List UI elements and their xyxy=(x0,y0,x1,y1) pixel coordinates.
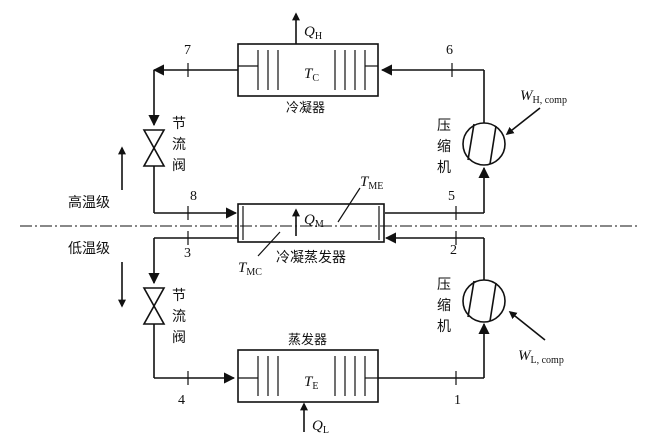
throttle-high-label-3: 阀 xyxy=(172,158,186,174)
compressor-high-label-2: 缩 xyxy=(437,139,451,155)
throttle-low-label-1: 节 xyxy=(172,288,186,304)
evaporator-coil xyxy=(238,356,378,396)
compressor-high-icon xyxy=(462,122,506,166)
throttle-high-label-2: 流 xyxy=(172,137,186,153)
state-point-6: 6 xyxy=(446,43,453,58)
state-point-4: 4 xyxy=(178,393,185,408)
high-stage-label: 高温级 xyxy=(68,194,110,211)
compressor-low-icon xyxy=(462,279,506,323)
compressor-low-label-1: 压 xyxy=(437,277,451,293)
work-low-arrow xyxy=(508,311,546,341)
ql-label: QL xyxy=(312,418,329,436)
state-point-3: 3 xyxy=(184,246,191,261)
throttle-low-label-2: 流 xyxy=(172,309,186,325)
te-label: TE xyxy=(304,374,318,392)
low-stage-label: 低温级 xyxy=(68,241,110,257)
state-point-7: 7 xyxy=(184,43,191,58)
state-point-8: 8 xyxy=(190,189,197,204)
evaporator-box xyxy=(237,349,379,403)
work-high-arrow xyxy=(505,107,541,135)
compressor-low-label-3: 机 xyxy=(437,319,451,335)
cond-evap-label: 冷凝蒸发器 xyxy=(276,250,346,266)
tme-leader xyxy=(337,187,361,223)
tc-label: TC xyxy=(304,66,319,84)
tmc-leader xyxy=(257,231,281,257)
state-ticks xyxy=(187,63,457,385)
state-point-1: 1 xyxy=(454,393,461,408)
wh-label: WH, comp xyxy=(520,88,567,106)
cond-evap-box xyxy=(237,203,385,243)
wl-label: WL, comp xyxy=(518,348,564,366)
throttle-high-label-1: 节 xyxy=(172,116,186,132)
state-point-5: 5 xyxy=(448,189,455,204)
state-point-2: 2 xyxy=(450,243,457,258)
evaporator-label: 蒸发器 xyxy=(288,332,327,348)
throttle-low-label-3: 阀 xyxy=(172,330,186,346)
tmc-label: TMC xyxy=(238,260,262,278)
compressor-high-label-3: 机 xyxy=(437,160,451,176)
compressor-high-label-1: 压 xyxy=(437,118,451,134)
tme-label: TME xyxy=(360,174,383,192)
compressor-low-label-2: 缩 xyxy=(437,298,451,314)
condenser-coil xyxy=(238,50,378,90)
condenser-label: 冷凝器 xyxy=(286,100,325,116)
throttle-valve-low-icon xyxy=(142,287,166,325)
qm-label: QM xyxy=(304,212,324,230)
qh-label: QH xyxy=(304,24,322,42)
throttle-valve-high-icon xyxy=(142,129,166,167)
